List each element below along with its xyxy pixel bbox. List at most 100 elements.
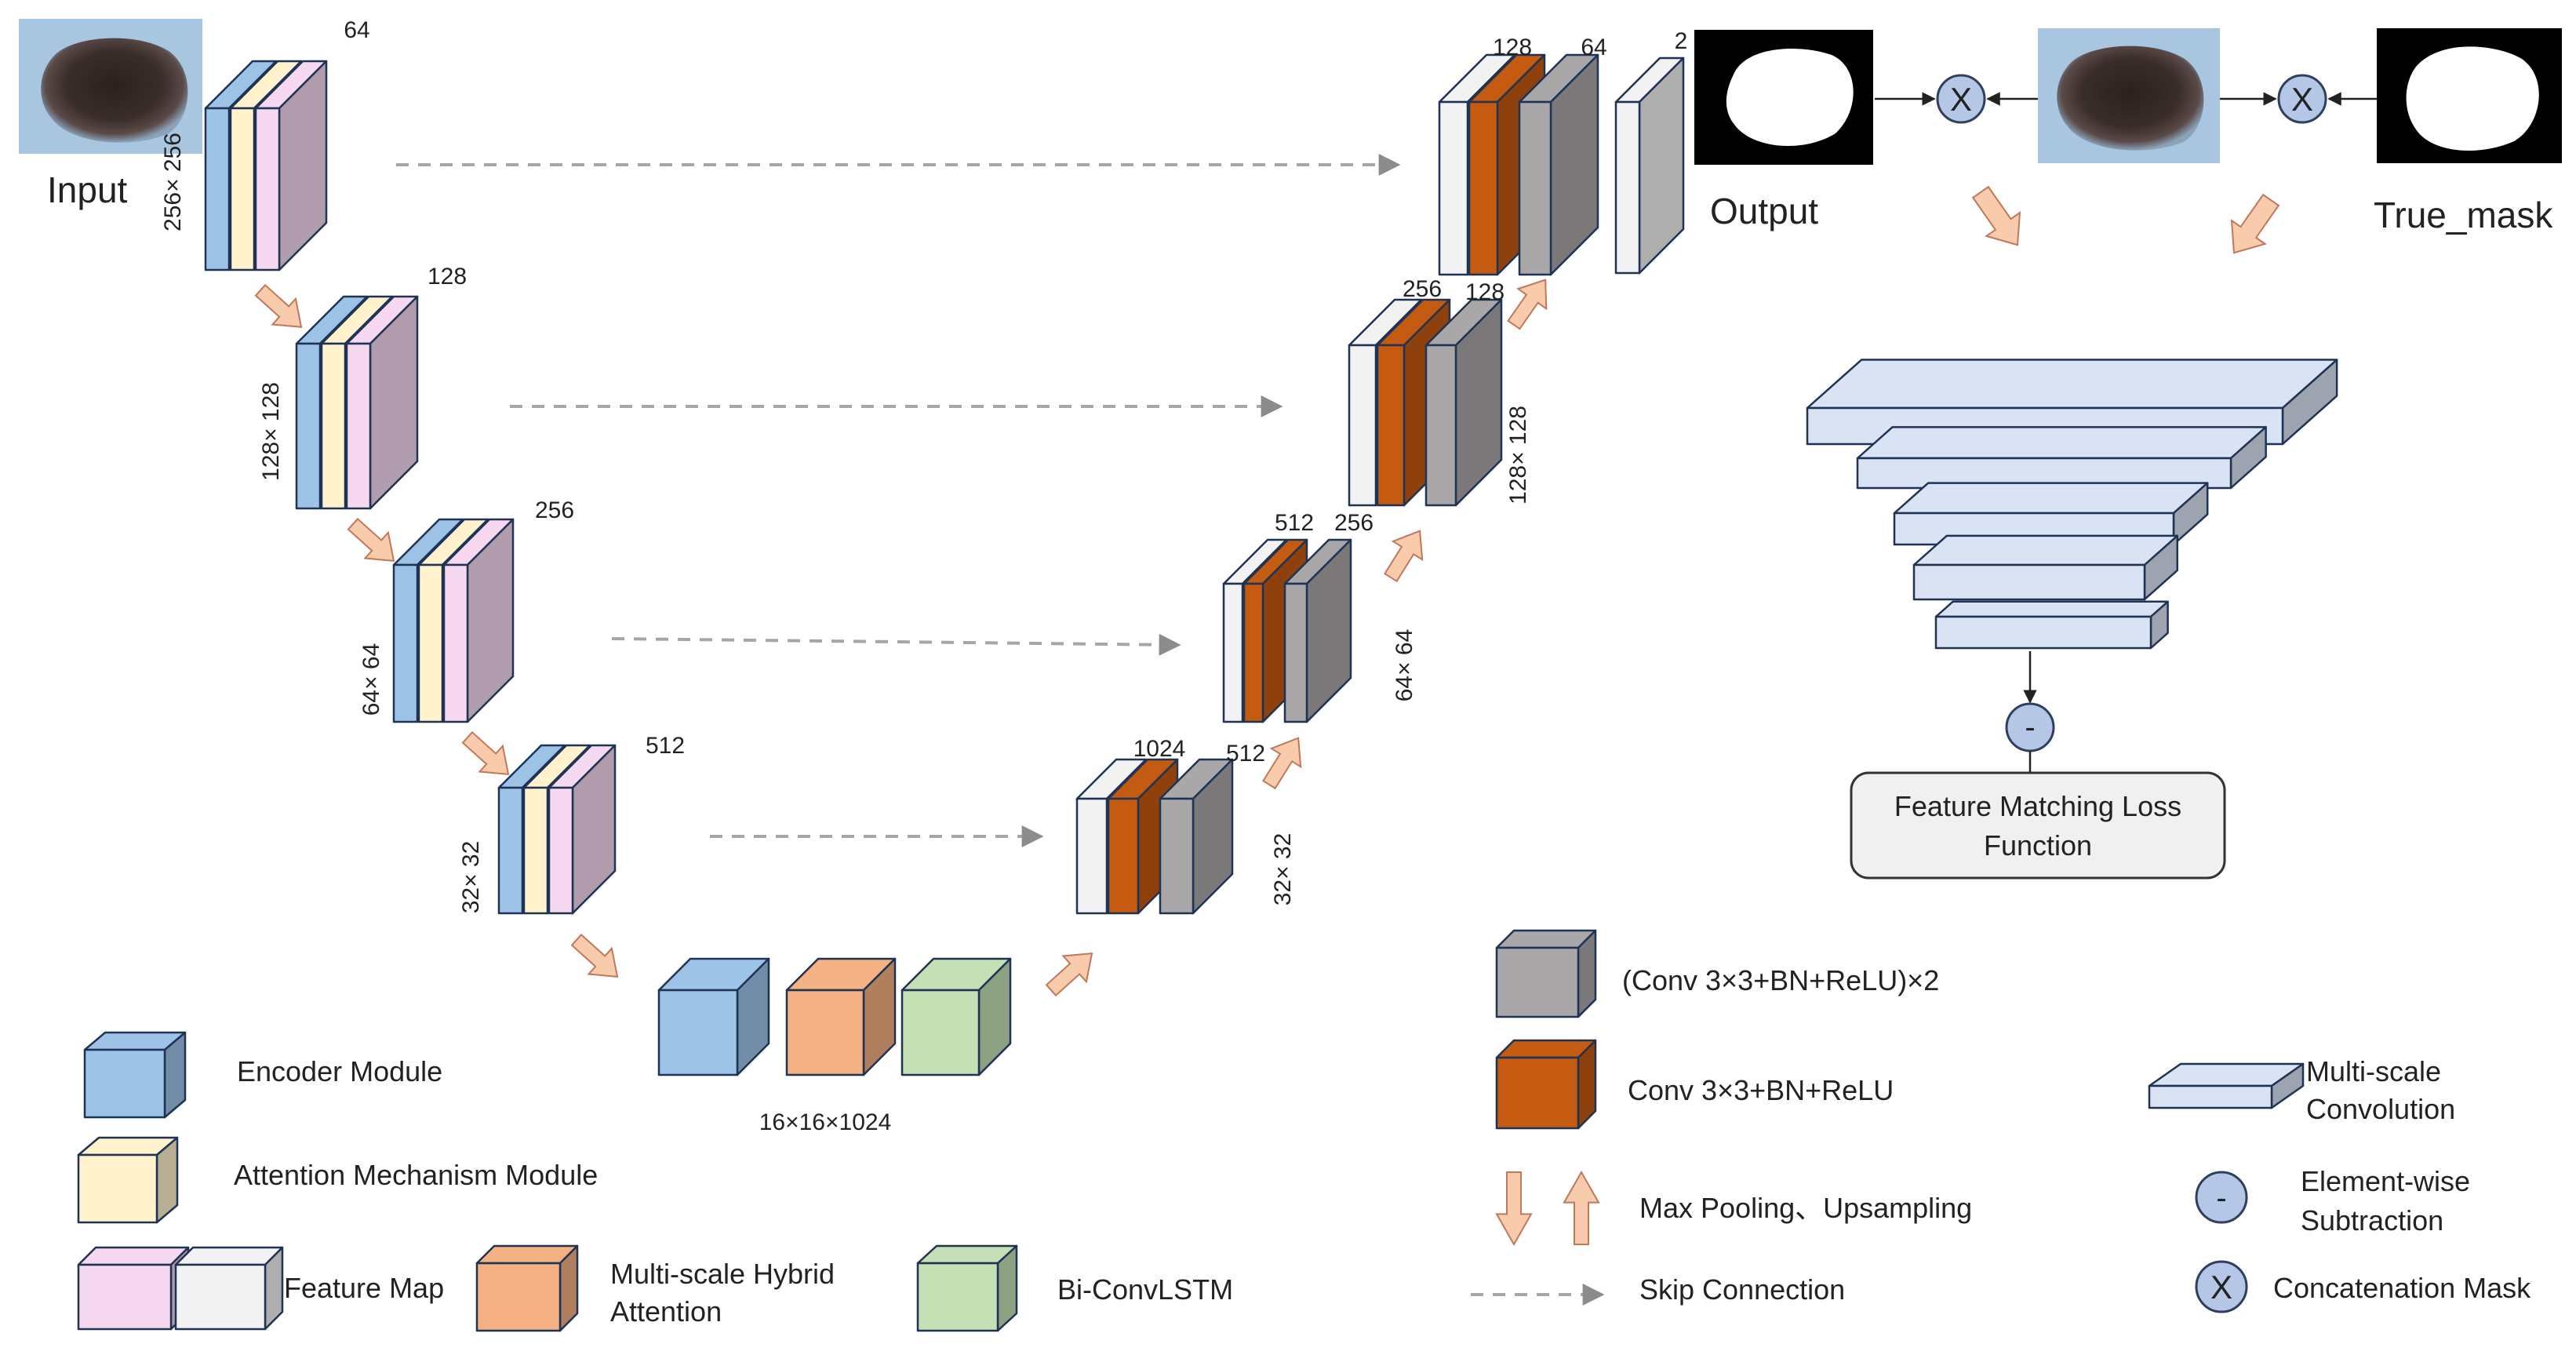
legend-hybrid-attention-cube bbox=[475, 1244, 579, 1332]
dec4-ch-b: 512 bbox=[1226, 741, 1265, 767]
svg-text:-: - bbox=[2216, 1181, 2226, 1215]
legend-conv1-cube bbox=[1495, 1039, 1597, 1130]
bottleneck-encoder-cube bbox=[657, 957, 770, 1076]
up-arrow-4 bbox=[1507, 279, 1548, 330]
stage1-feature-slab bbox=[254, 60, 328, 271]
subtract-circle: - bbox=[2005, 702, 2055, 752]
legend-conv2-label: (Conv 3×3+BN+ReLU)×2 bbox=[1622, 964, 1939, 996]
skip-connection-3 bbox=[611, 633, 1181, 656]
down-arrow-2 bbox=[347, 517, 395, 562]
legend-attention-cube bbox=[77, 1136, 179, 1224]
legend-sub-label-1: Element-wise bbox=[2301, 1165, 2470, 1197]
input-channels: 64 bbox=[344, 17, 369, 43]
dec3-size: 64× 64 bbox=[1392, 629, 1417, 702]
down-arrow-1 bbox=[254, 283, 303, 328]
dec3-conv-gray-slab bbox=[1283, 538, 1352, 723]
legend-pool-label: Max Pooling、Upsampling bbox=[1639, 1192, 1972, 1224]
legend-msconv-label-2: Convolution bbox=[2306, 1093, 2455, 1125]
bottleneck-bilstm-cube bbox=[901, 957, 1012, 1076]
dec1-ch-a: 128 bbox=[1493, 35, 1532, 60]
output-image bbox=[1694, 30, 1873, 165]
concat-circle-mask: X bbox=[2277, 74, 2327, 124]
image-concat-input bbox=[2038, 28, 2220, 163]
dec4-conv-gray-slab bbox=[1159, 758, 1234, 915]
up-arrow-3 bbox=[1383, 530, 1424, 583]
legend-concat-label: Concatenation Mask bbox=[2273, 1272, 2531, 1304]
legend-bilstm-cube bbox=[916, 1244, 1018, 1332]
ms-conv-layer-2 bbox=[1856, 426, 2267, 490]
dec3-ch-a: 512 bbox=[1275, 510, 1314, 536]
legend-feature-map-label: Feature Map bbox=[284, 1272, 444, 1304]
svg-text:X: X bbox=[1950, 81, 1972, 118]
input-size: 256× 256 bbox=[160, 133, 186, 231]
down-arrow-3 bbox=[461, 730, 510, 775]
up-arrow-2 bbox=[1261, 737, 1302, 790]
svg-text:-: - bbox=[2025, 710, 2035, 745]
legend-down-arrow bbox=[1495, 1171, 1533, 1247]
output-conv-slab bbox=[1614, 56, 1685, 275]
legend-sub-label-2: Subtraction bbox=[2301, 1204, 2443, 1237]
dec3-ch-b: 256 bbox=[1334, 510, 1374, 536]
dec2-conv-gray-slab bbox=[1424, 298, 1503, 507]
down-arrow-4 bbox=[570, 933, 619, 978]
ms-conv-layer-3 bbox=[1893, 482, 2209, 546]
stage4-feature-slab bbox=[548, 744, 617, 915]
legend-subtract-symbol: - bbox=[2195, 1171, 2248, 1224]
legend-skip-label: Skip Connection bbox=[1639, 1273, 1845, 1306]
ms-conv-layer-5 bbox=[1934, 600, 2169, 650]
bottleneck-hybrid-attention-cube bbox=[785, 957, 897, 1076]
legend-feature-map-pink-cube bbox=[77, 1246, 190, 1331]
flow-arrows bbox=[254, 279, 1600, 1247]
bottleneck-label: 16×16×1024 bbox=[759, 1109, 892, 1135]
true-mask-image bbox=[2377, 28, 2562, 163]
legend-hybrid-label-2: Attention bbox=[610, 1295, 722, 1328]
legend-hybrid-label-1: Multi-scale Hybrid bbox=[610, 1258, 835, 1290]
legend bbox=[77, 929, 2305, 1332]
dec2-ch-a: 256 bbox=[1403, 276, 1442, 302]
dec2-ch-b: 128 bbox=[1465, 279, 1504, 305]
svg-text:X: X bbox=[2291, 81, 2313, 118]
concat-circle-output: X bbox=[1936, 74, 1986, 124]
multi-scale-convolution-stack bbox=[1806, 359, 2338, 650]
enc1-channels: 128 bbox=[428, 264, 467, 290]
enc1-size: 128× 128 bbox=[258, 382, 284, 481]
enc3-channels: 512 bbox=[646, 733, 685, 759]
enc2-size: 64× 64 bbox=[358, 643, 384, 716]
dec1-ch-out: 2 bbox=[1675, 28, 1688, 54]
output-label: Output bbox=[1710, 191, 1818, 231]
true-mask-label: True_mask bbox=[2374, 195, 2553, 235]
legend-conv1-label: Conv 3×3+BN+ReLU bbox=[1628, 1074, 1894, 1106]
arrow-concat-to-loss-left bbox=[1971, 185, 2021, 246]
stage2-feature-slab bbox=[345, 295, 419, 510]
legend-feature-map-white-cube bbox=[174, 1246, 284, 1331]
enc2-channels: 256 bbox=[535, 497, 574, 523]
stage3-feature-slab bbox=[442, 518, 515, 723]
legend-attention-label: Attention Mechanism Module bbox=[234, 1159, 598, 1191]
dec4-ch-a: 1024 bbox=[1133, 736, 1186, 762]
loss-line2: Function bbox=[1984, 829, 2092, 861]
input-label: Input bbox=[47, 169, 128, 210]
dec4-size: 32× 32 bbox=[1270, 833, 1296, 906]
legend-encoder-label: Encoder Module bbox=[237, 1055, 442, 1087]
network-blocks bbox=[204, 53, 1685, 1076]
legend-ms-conv-slab bbox=[2148, 1062, 2305, 1109]
legend-encoder-cube bbox=[83, 1031, 187, 1119]
dec1-ch-b: 64 bbox=[1581, 35, 1606, 60]
skip-connections bbox=[396, 154, 1401, 847]
input-image bbox=[19, 19, 202, 154]
up-arrow-1 bbox=[1045, 953, 1093, 997]
legend-concat-symbol: X bbox=[2195, 1260, 2248, 1313]
arrow-concat-to-loss-right bbox=[2230, 193, 2280, 254]
dec1-conv-gray-slab bbox=[1518, 53, 1599, 276]
legend-bilstm-label: Bi-ConvLSTM bbox=[1057, 1273, 1233, 1306]
loss-function-box: Feature Matching Loss Function bbox=[1850, 771, 2226, 880]
legend-msconv-label-1: Multi-scale bbox=[2306, 1055, 2441, 1087]
ms-conv-layer-4 bbox=[1912, 534, 2179, 601]
legend-up-arrow bbox=[1563, 1170, 1600, 1245]
dec2-size: 128× 128 bbox=[1505, 406, 1531, 504]
legend-conv2-cube bbox=[1495, 929, 1597, 1018]
enc3-size: 32× 32 bbox=[458, 841, 484, 914]
loss-line1: Feature Matching Loss bbox=[1894, 790, 2181, 822]
svg-text:X: X bbox=[2210, 1269, 2232, 1306]
